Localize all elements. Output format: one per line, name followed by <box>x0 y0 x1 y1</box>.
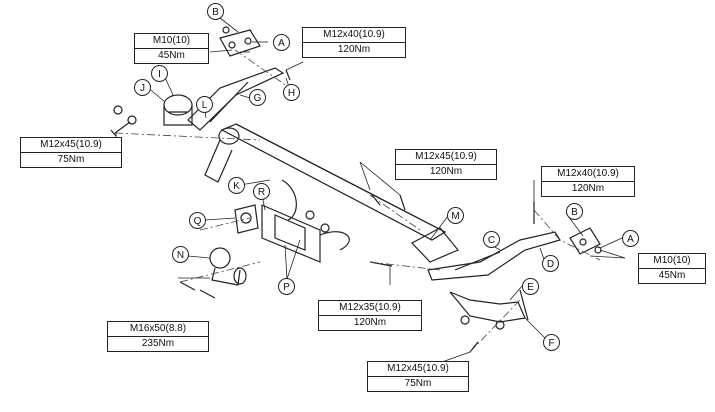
callout-d: D <box>542 255 559 272</box>
torque-spec: 120Nm <box>571 183 605 194</box>
spec-box-middle-bottom: M12x35(10.9) 120Nm <box>318 300 422 331</box>
hitch-mount-plate <box>261 179 350 263</box>
callout-b-right: B <box>566 203 583 220</box>
callout-h: H <box>283 84 300 101</box>
spec-box-top-left: M10(10) 45Nm <box>134 33 209 64</box>
callout-q: Q <box>189 212 206 229</box>
bolt-spec: M12x45(10.9) <box>396 150 496 165</box>
left-clamp-bracket <box>163 94 193 126</box>
spec-box-top-center: M12x40(10.9) 120Nm <box>302 27 406 58</box>
spec-box-right-top: M12x40(10.9) 120Nm <box>541 166 635 197</box>
bolts <box>110 69 535 353</box>
callout-p: P <box>278 278 295 295</box>
bolt-spec: M10(10) <box>639 254 705 269</box>
spec-box-center: M12x45(10.9) 120Nm <box>395 149 497 180</box>
callout-c: C <box>483 231 500 248</box>
callout-j: J <box>134 79 151 96</box>
spec-box-bottom-left: M16x50(8.8) 235Nm <box>107 321 209 352</box>
bolt-spec: M10(10) <box>135 34 208 49</box>
callout-n: N <box>172 246 189 263</box>
callout-g: G <box>249 89 266 106</box>
spec-box-right: M10(10) 45Nm <box>638 253 706 284</box>
bolt-spec: M12x40(10.9) <box>303 28 405 43</box>
callout-l: L <box>196 96 213 113</box>
torque-spec: 235Nm <box>141 338 175 349</box>
torque-spec: 75Nm <box>404 378 432 389</box>
left-side-arm <box>187 67 285 131</box>
top-left-bracket <box>219 26 261 57</box>
torque-spec: 45Nm <box>658 270 686 281</box>
bolt-spec: M16x50(8.8) <box>108 322 208 337</box>
spec-box-bottom: M12x45(10.9) 75Nm <box>367 361 469 392</box>
callout-i: I <box>151 65 168 82</box>
callout-e: E <box>522 278 539 295</box>
bolt-spec: M12x40(10.9) <box>542 167 634 182</box>
bolt-spec: M12x45(10.9) <box>368 362 468 377</box>
socket-plate <box>234 204 259 234</box>
callout-r: R <box>253 183 270 200</box>
callout-b-top: B <box>207 3 224 20</box>
bolt-spec: M12x45(10.9) <box>21 138 121 153</box>
callout-f: F <box>543 334 560 351</box>
torque-spec: 120Nm <box>337 44 371 55</box>
torque-spec: 120Nm <box>429 166 463 177</box>
torque-spec: 120Nm <box>353 317 387 328</box>
callout-m: M <box>447 207 464 224</box>
callout-k: K <box>228 177 245 194</box>
crossbar <box>204 123 459 263</box>
right-support <box>449 289 529 323</box>
tow-ball <box>209 247 247 286</box>
torque-spec: 45Nm <box>158 50 185 61</box>
bolt-spec: M12x35(10.9) <box>319 301 421 316</box>
spec-box-left: M12x45(10.9) 75Nm <box>20 137 122 168</box>
callout-a-top: A <box>273 34 290 51</box>
callout-a-right: A <box>622 230 639 247</box>
right-top-bracket <box>569 227 602 255</box>
torque-spec: 75Nm <box>57 154 85 165</box>
